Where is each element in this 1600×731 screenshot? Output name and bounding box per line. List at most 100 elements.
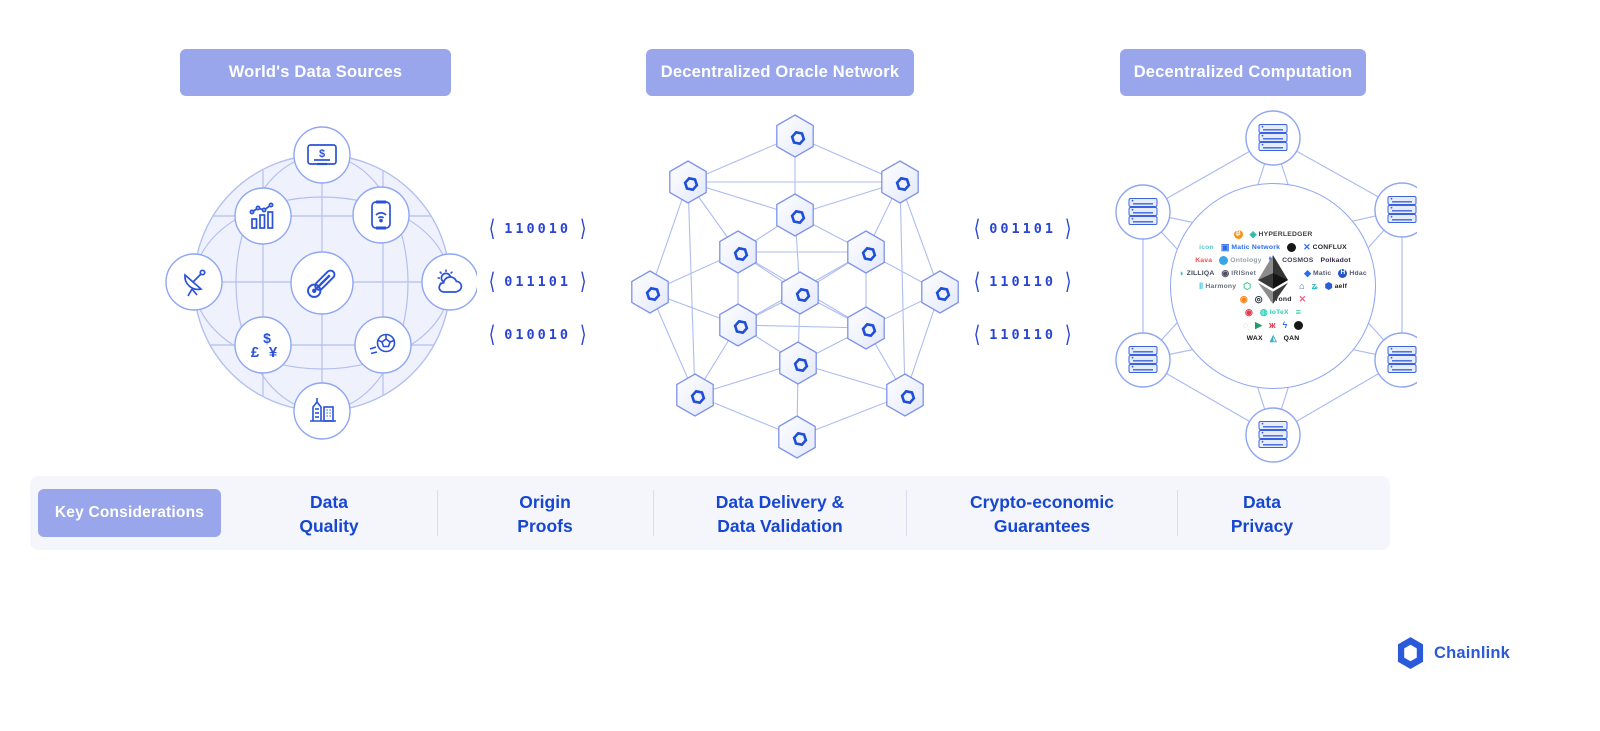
node-hexagon-mark [861,322,877,338]
oracle-node [631,270,669,314]
blockchain-logo: ж [1269,319,1276,330]
svg-text:¥: ¥ [269,344,278,361]
blockchain-logo [1294,320,1304,330]
server-node [1245,110,1301,166]
node-hexagon-mark [861,246,877,262]
header-label: Decentralized Computation [1133,63,1353,81]
smartwatch-icon [371,200,391,230]
node-hexagon-mark [935,286,951,302]
svg-text:$: $ [319,148,325,160]
oracle-node [719,230,757,274]
binary-code: ⟨010010⟩ [487,321,589,349]
key-consideration-item: Data Delivery &Data Validation [715,492,845,536]
oracle-node [776,114,814,158]
blockchain-logo: ◈HYPERLEDGER [1249,228,1313,239]
node-hexagon-mark [795,287,811,303]
data-sources-globe: $ [165,126,477,440]
key-considerations-pill: Key Considerations [38,489,221,537]
header-decentralized-computation: Decentralized Computation [1120,49,1366,96]
blockchain-logo [1287,242,1297,252]
oracle-node [847,306,885,350]
chainlink-brand: Chainlink [1396,637,1510,670]
blockchain-logo: ₿ [1233,229,1243,239]
blockchain-logo: ◎ [1254,293,1263,304]
oracle-node [719,303,757,347]
node-hexagon-mark [792,431,808,447]
blockchain-logo: ◉ [1239,293,1248,304]
header-decentralized-oracle-network: Decentralized Oracle Network [646,49,914,96]
blockchain-logo: Ontology [1219,255,1261,265]
header-label: World's Data Sources [228,63,403,81]
node-hexagon-mark [790,130,806,146]
oracle-node [886,373,924,417]
blockchain-logo: ⬡ [1243,280,1252,291]
binary-codes-right: ⟨001101⟩⟨110110⟩⟨110110⟩ [972,216,1077,378]
blockchain-logo: ✕CONFLUX [1303,241,1347,252]
binary-code: ⟨110010⟩ [487,215,589,243]
server-node [1374,182,1417,238]
city-buildings-icon [310,398,336,422]
blockchain-logo: Kava [1195,256,1213,264]
blockchain-logo: ◭ [1269,332,1277,343]
blockchain-logo: ◉IRISnet [1221,267,1257,278]
blockchain-logo: ▣Matic Network [1220,241,1281,252]
blockchain-logo: ◉ [1245,306,1253,317]
server-node [1115,184,1171,240]
oracle-node [776,193,814,237]
node-hexagon-mark [793,357,809,373]
chainlink-logo-icon [1397,637,1424,669]
blockchain-logo: ◗ZILLIQA [1179,267,1215,278]
divider [653,490,654,536]
divider [906,490,907,536]
blockchain-logo: ⬢aelf [1324,280,1348,291]
binary-codes-left: ⟨110010⟩ ⟨011101⟩ ⟨010010⟩ [487,215,592,378]
analytics-chart-icon [249,202,274,229]
blockchain-logo: ʑ [1311,280,1318,291]
blockchain-logo: elrond [1269,295,1292,303]
blockchain-logo: QAN [1283,334,1300,342]
node-hexagon-mark [733,246,749,262]
binary-code: ⟨110110⟩ [972,321,1074,349]
chainlink-wordmark: Chainlink [1434,644,1511,662]
header-label: Decentralized Oracle Network [660,63,900,81]
svg-text:$: $ [263,330,271,346]
server-node [1115,332,1171,388]
node-hexagon-mark [790,209,806,225]
satellite-dish-icon [184,269,206,297]
key-considerations-label: Key Considerations [54,504,205,521]
ethereum-logo [1258,255,1288,304]
receipt-dollar-icon: $ [307,144,337,166]
thermometer-icon [307,269,336,298]
node-hexagon-mark [683,176,699,192]
blockchain-logo: ‖Harmony [1198,280,1237,291]
binary-code: ⟨011101⟩ [487,268,589,296]
oracle-node [921,270,959,314]
server-node [1245,407,1301,463]
binary-code: ⟨110110⟩ [972,268,1074,296]
blockchain-logo: ◍IoTeX [1259,306,1289,317]
weather-sun-cloud-icon [437,269,463,293]
node-hexagon-mark [900,389,916,405]
blockchain-logo: ▶ [1255,319,1263,330]
node-hexagon-mark [733,319,749,335]
blockchain-logo: COSMOS [1282,256,1314,264]
node-hexagon-mark [645,286,661,302]
blockchain-logo: ϟ [1282,319,1288,330]
header-worlds-data-sources: World's Data Sources [180,49,451,96]
divider [437,490,438,536]
oracle-node [676,373,714,417]
node-hexagon-mark [895,176,911,192]
blockchain-logo: ◆Matic [1304,267,1332,278]
server-node [1374,332,1417,388]
node-hexagon-mark [690,389,706,405]
blockchain-logo: ✕ [1298,293,1307,304]
oracle-node [778,415,816,459]
oracle-node [669,160,707,204]
blockchain-logo: Polkadot [1320,256,1351,264]
oracle-node [781,271,819,315]
